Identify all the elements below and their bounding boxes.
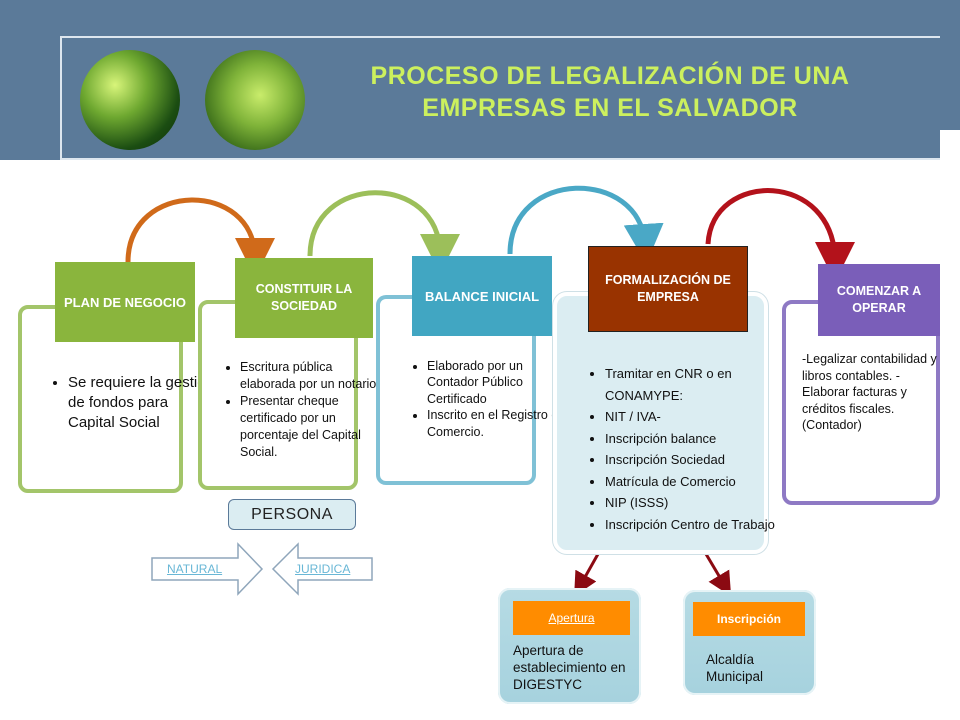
leaf-image-right [205, 50, 305, 150]
step-list-formalizacion-empresa: Tramitar en CNR o en CONAMYPE: NIT / IVA… [565, 363, 801, 535]
step-item: Presentar cheque certificado por un porc… [240, 393, 388, 461]
step-item: NIP (ISSS) [605, 492, 801, 514]
leaf-image-left [80, 50, 180, 150]
step-tab-balance-inicial: BALANCE INICIAL [412, 256, 552, 336]
substep-tag-inscripcion: Inscripción [693, 602, 805, 636]
title-line-2: EMPRESAS EN EL SALVADOR [422, 94, 798, 122]
step-tab-constituir-sociedad: CONSTITUIR LA SOCIEDAD [235, 258, 373, 338]
arc-formalizacion-to-comenzar [705, 188, 855, 282]
step-tab-comenzar-operar: COMENZAR A OPERAR [818, 264, 940, 336]
arrow-natural [151, 542, 264, 596]
step-item: Escritura pública elaborada por un notar… [240, 359, 388, 393]
title-line-1: PROCESO DE LEGALIZACIÓN DE UNA [370, 62, 850, 90]
step-list-balance-inicial: Elaborado por un Contador Público Certif… [387, 358, 567, 441]
arc-plan-to-constituir [125, 197, 275, 278]
persona-box: PERSONA [228, 499, 356, 530]
step-list-constituir-sociedad: Escritura pública elaborada por un notar… [200, 359, 388, 461]
substep-tag-apertura[interactable]: Apertura [513, 601, 630, 635]
step-list-plan-negocio: Se requiere la gestión de fondos para Ca… [28, 373, 218, 433]
arc-balance-to-formalizacion [507, 185, 664, 264]
step-item: Matrícula de Comercio [605, 471, 801, 493]
step-item: Inscripción Centro de Trabajo [605, 514, 801, 536]
arrow-to-inscripcion [704, 553, 732, 597]
step-item: Se requiere la gestión de fondos para Ca… [68, 373, 218, 433]
step-item: Tramitar en CNR o en CONAMYPE: [605, 363, 801, 406]
step-item: NIT / IVA- [605, 406, 801, 428]
substep-text-apertura: Apertura de establecimiento en DIGESTYC [513, 643, 626, 692]
page-title: PROCESO DE LEGALIZACIÓN DE UNA EMPRESAS … [300, 60, 920, 124]
step-item: Inscripción balance [605, 428, 801, 450]
step-item: Inscrito en el Registro de Comercio. [427, 407, 567, 440]
arrow-to-apertura [574, 553, 600, 597]
step-item: Elaborado por un Contador Público Certif… [427, 358, 567, 408]
card-formalizacion-empresa [553, 292, 768, 554]
step-tab-plan-negocio: PLAN DE NEGOCIO [55, 262, 195, 342]
header-left-strip [0, 130, 60, 160]
step-item: Inscripción Sociedad [605, 449, 801, 471]
juridica-link[interactable]: JURIDICA [295, 562, 351, 576]
step-text-comenzar-operar: -Legalizar contabilidad y libros contabl… [802, 352, 937, 432]
arrow-juridica [271, 542, 373, 596]
substep-text-inscripcion: Alcaldía Municipal [706, 652, 764, 684]
arc-constituir-to-balance [307, 190, 460, 274]
step-tab-formalizacion-empresa: FORMALIZACIÓN DE EMPRESA [588, 246, 748, 332]
natural-link[interactable]: NATURAL [167, 562, 223, 576]
